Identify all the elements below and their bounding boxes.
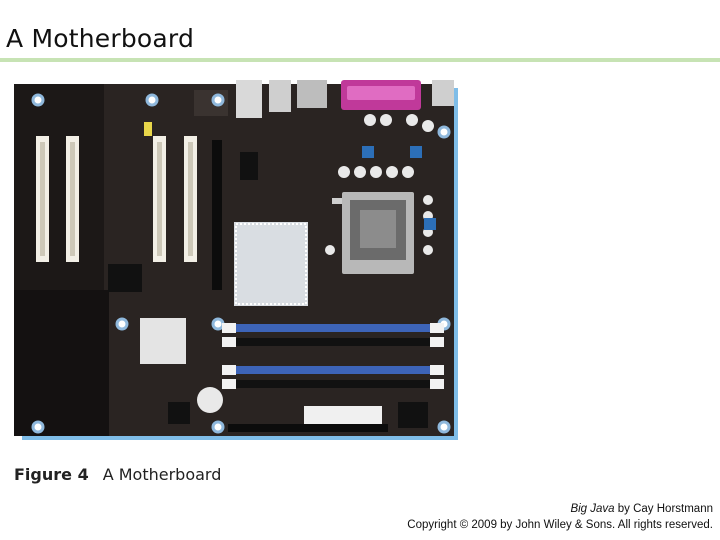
- audio-port-block: [297, 80, 327, 108]
- book-title: Big Java: [570, 503, 615, 515]
- mounting-holes: [31, 93, 451, 434]
- book-author: by Cay Horstmann: [614, 503, 713, 515]
- ram-slots: [222, 323, 444, 389]
- southbridge-heatsink: [140, 318, 186, 364]
- chip: [240, 152, 258, 180]
- chip: [168, 402, 190, 424]
- credit-line-book: Big Java by Cay Horstmann: [407, 501, 713, 517]
- usb-port-block: [236, 80, 262, 118]
- pci-slots: [36, 136, 197, 262]
- serial-port: [432, 80, 454, 106]
- credit-block: Big Java by Cay Horstmann Copyright © 20…: [407, 501, 713, 533]
- capacitors: [197, 114, 434, 413]
- pcie-slot: [212, 140, 222, 290]
- title-divider: [0, 58, 720, 62]
- copyright-line: Copyright © 2009 by John Wiley & Sons. A…: [407, 519, 713, 531]
- chip: [108, 264, 142, 292]
- figure-number: Figure 4: [14, 465, 89, 484]
- atx-power-connector: [304, 406, 382, 424]
- chip: [398, 402, 428, 428]
- lan-port: [269, 80, 291, 112]
- slide-title: A Motherboard: [6, 24, 195, 53]
- figure-caption-text: A Motherboard: [102, 465, 222, 484]
- motherboard-photo: [14, 80, 460, 442]
- cpu-socket: [332, 192, 414, 274]
- chipset-heatsink: [234, 222, 308, 306]
- figure-caption: Figure 4 A Motherboard: [14, 465, 221, 484]
